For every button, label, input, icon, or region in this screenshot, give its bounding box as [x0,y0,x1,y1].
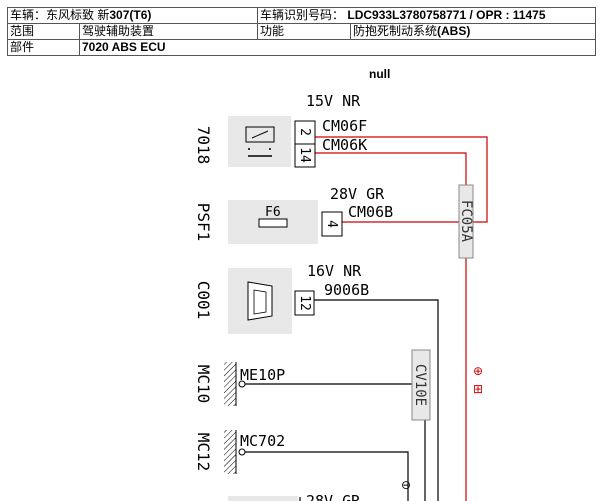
vin-label: 车辆识别号码： [260,8,345,23]
component-7018: 7018 2 14 15V NR CM06F CM06K [194,92,367,168]
component-7018-symbol [245,126,275,143]
ground-label-mc702: MC702 [240,432,285,450]
pin-psf1: 4 [324,220,339,228]
fuse-symbol-icon [258,218,288,228]
component-code-mc10: MC10 [194,365,213,404]
pin-7018-bottom: 14 [297,147,312,163]
info-table: 车辆：东风标致 新307(T6) 车辆识别号码： LDC933L37807587… [7,7,596,56]
plus-symbol: ⊕ [473,364,483,378]
component-code-7018: 7018 [194,126,213,165]
splice-fc05a-body [458,184,474,259]
splice-cv10e-body [411,349,431,421]
header-row-part: 部件 7020 ABS ECU [7,39,596,56]
connector-psf1-box [321,211,343,237]
wire-cm06k [315,152,467,185]
vin-cell: 车辆识别号码： LDC933L3780758771 / OPR : 11475 [257,7,596,24]
component-c001: C001 12 16V NR 9006B [194,262,369,334]
function-value-suffix: (ABS) [437,24,471,39]
connector-label-cm06b: CM06B [348,203,393,221]
wire-spec-7018: 15V NR [306,92,361,110]
vehicle-label: 车辆：东风标致 新 [10,8,110,23]
function-value-prefix: 防抱死制动系统 [353,24,438,39]
connector-label-cm06k: CM06K [322,136,367,154]
component-psf1: PSF1 F6 4 28V GR CM06B [194,185,393,244]
header-row-vehicle: 车辆：东风标致 新307(T6) 车辆识别号码： LDC933L37807587… [7,7,596,24]
component-code-c001: C001 [194,281,213,320]
wire-me10p [245,383,426,410]
ground-mc12: MC12 MC702 [194,430,285,474]
battery-icon: ⊞ [473,382,483,396]
pin-c001: 12 [297,295,312,311]
component-code-psf1: PSF1 [194,203,213,242]
connector-label-9006b: 9006B [324,281,369,299]
ground-label-me10p: ME10P [240,366,285,384]
wire-spec-bottom: 28V GR [306,492,361,501]
ground-mc10-hatch [224,362,236,406]
vehicle-model: 307(T6) [109,8,152,23]
splice-fc05a: FC05A [458,184,474,259]
connector-c001-box [294,290,315,316]
obd-connector-icon [247,281,273,321]
wire-spec-c001: 16V NR [307,262,362,280]
component-code-mc12: MC12 [194,433,213,472]
wire-mc702 [245,451,409,501]
component-7018-symbol-line [251,130,269,139]
splice-cv10e-label: CV10E [412,364,428,406]
obd-connector-inner [253,289,267,315]
vin-value: LDC933L3780758771 / OPR : 11475 [347,8,546,23]
splice-fc05a-label: FC05A [458,200,474,243]
bottom-component-body [228,496,298,501]
wire-9006b [314,299,439,501]
wire-spec-psf1: 28V GR [330,185,385,203]
ground-mc12-eyelet [238,448,246,456]
fuse-symbol-label: F6 [265,205,281,220]
wire-cm06f [315,136,488,223]
red-wires [315,136,488,501]
ground-mc10: MC10 ME10P [194,362,285,406]
minus-symbol: ⊖ [401,478,411,492]
part-value: 7020 ABS ECU [79,39,596,56]
splice-cv10e: CV10E [411,349,431,421]
ground-mc10-eyelet [238,380,246,388]
pin-7018-top: 2 [297,128,312,136]
null-label: null [369,67,391,81]
component-7018-dot-right [269,148,271,150]
ground-mc12-hatch [224,430,236,474]
connector-label-cm06f: CM06F [322,117,367,135]
component-7018-dot-left [248,148,250,150]
part-label: 部件 [7,39,80,56]
